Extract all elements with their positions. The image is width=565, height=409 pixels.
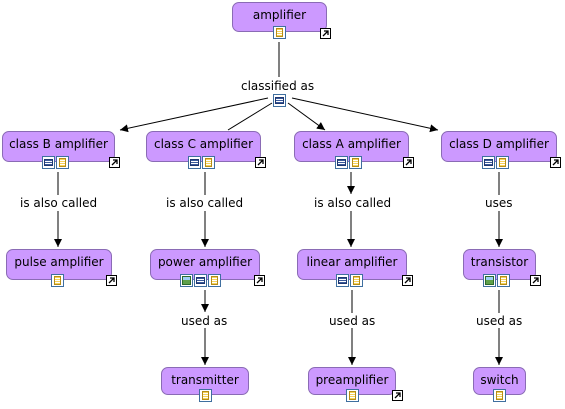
connector-to-class-c [227, 102, 273, 131]
external-link-icon[interactable] [530, 275, 541, 286]
external-link-icon[interactable] [106, 275, 117, 286]
resource-icon[interactable] [188, 156, 201, 169]
external-link-icon[interactable] [550, 157, 561, 168]
link-c-is-also-called[interactable]: is also called [165, 196, 245, 210]
external-link-icon[interactable] [403, 157, 414, 168]
external-link-icon[interactable] [392, 390, 403, 401]
class-d-icons [482, 156, 509, 169]
link-b-is-also-called[interactable]: is also called [19, 196, 99, 210]
switch-icons [493, 389, 506, 402]
class-b-icons [42, 156, 69, 169]
link-a-is-also-called[interactable]: is also called [313, 196, 393, 210]
document-icon[interactable] [350, 274, 363, 287]
classified-as-icons [273, 94, 286, 107]
resource-icon[interactable] [194, 274, 207, 287]
class-a-icons [335, 156, 362, 169]
link-transistor-used-as[interactable]: used as [475, 314, 524, 328]
external-link-icon[interactable] [109, 157, 120, 168]
resource-icon[interactable] [273, 94, 286, 107]
arrow-to-class-a [287, 102, 326, 131]
class-c-icons [188, 156, 215, 169]
resource-icon[interactable] [482, 156, 495, 169]
document-icon[interactable] [497, 274, 510, 287]
document-icon[interactable] [199, 389, 212, 402]
linear-icons [336, 274, 363, 287]
image-icon[interactable] [180, 274, 193, 287]
resource-icon[interactable] [335, 156, 348, 169]
transmitter-icons [199, 389, 212, 402]
document-icon[interactable] [51, 274, 64, 287]
document-icon[interactable] [56, 156, 69, 169]
preamplifier-icons [346, 389, 359, 402]
document-icon[interactable] [202, 156, 215, 169]
document-icon[interactable] [273, 26, 286, 39]
resource-icon[interactable] [42, 156, 55, 169]
external-link-icon[interactable] [254, 275, 265, 286]
external-link-icon[interactable] [255, 157, 266, 168]
document-icon[interactable] [349, 156, 362, 169]
document-icon[interactable] [493, 389, 506, 402]
amplifier-icons [273, 26, 286, 39]
transistor-icons [483, 274, 510, 287]
pulse-icons [51, 274, 64, 287]
arrow-to-class-b [119, 97, 269, 133]
resource-icon[interactable] [336, 274, 349, 287]
document-icon[interactable] [346, 389, 359, 402]
document-icon[interactable] [208, 274, 221, 287]
link-power-used-as[interactable]: used as [180, 314, 229, 328]
link-linear-used-as[interactable]: used as [328, 314, 377, 328]
arrow-to-class-d [291, 97, 439, 133]
power-icons [180, 274, 221, 287]
external-link-icon[interactable] [402, 275, 413, 286]
document-icon[interactable] [496, 156, 509, 169]
link-classified-as[interactable]: classified as [240, 79, 316, 93]
link-d-uses[interactable]: uses [484, 196, 514, 210]
image-icon[interactable] [483, 274, 496, 287]
external-link-icon[interactable] [320, 28, 331, 39]
concept-pulse-amplifier[interactable]: pulse amplifier [6, 249, 112, 280]
